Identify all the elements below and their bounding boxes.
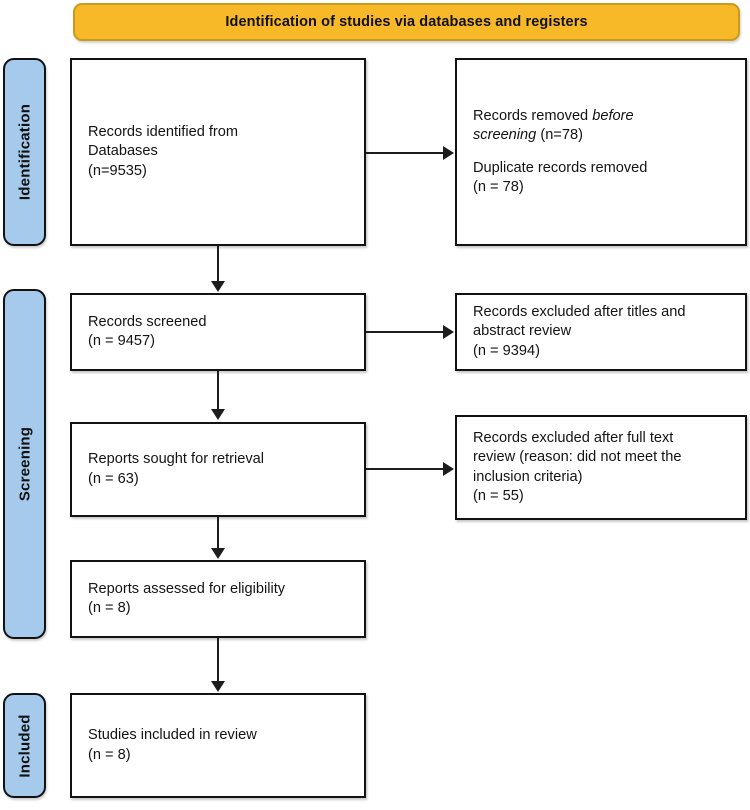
excluded-fulltext-line3: inclusion criteria) <box>473 468 583 485</box>
excluded-titles-line2: abstract review <box>473 323 572 340</box>
reports-assessed-line1: Reports assessed for eligibility <box>88 580 286 597</box>
phase-label-included: Included <box>3 693 46 798</box>
diagram-header-banner: Identification of studies via databases … <box>73 3 740 41</box>
studies-included-line1: Studies included in review <box>88 727 257 744</box>
box-records-identified: Records identified from Databases (n=953… <box>70 58 366 246</box>
box-records-removed-text: Records removed before screening (n=78) … <box>457 107 647 197</box>
records-screened-count: (n = 9457) <box>88 333 155 349</box>
connector-screened-to-excluded <box>366 331 444 333</box>
box-studies-included-text: Studies included in review (n = 8) <box>72 726 257 765</box>
duplicate-records-count: (n = 78) <box>473 178 524 195</box>
connector-assessed-to-included <box>217 638 219 683</box>
box-records-identified-text: Records identified from Databases (n=953… <box>72 123 238 181</box>
studies-included-count: (n = 8) <box>88 746 131 763</box>
arrowhead-screened-to-sought <box>211 409 225 420</box>
phase-label-screening-text: Screening <box>16 426 33 502</box>
box-records-excluded-titles-text: Records excluded after titles and abstra… <box>457 303 686 361</box>
connector-screened-to-sought <box>217 371 219 410</box>
excluded-titles-count: (n = 9394) <box>473 342 540 359</box>
box-reports-assessed-text: Reports assessed for eligibility (n = 8) <box>72 580 285 619</box>
box-records-excluded-fulltext-text: Records excluded after full text review … <box>457 429 681 506</box>
reports-sought-count: (n = 63) <box>88 470 139 487</box>
records-removed-line1-a: Records removed <box>473 108 593 124</box>
excluded-fulltext-line1: Records excluded after full text <box>473 430 674 446</box>
records-identified-line2: Databases <box>88 143 158 160</box>
box-records-excluded-fulltext: Records excluded after full text review … <box>455 415 747 520</box>
phase-label-identification: Identification <box>3 58 46 246</box>
records-removed-spacer <box>473 146 647 159</box>
box-reports-sought-text: Reports sought for retrieval (n = 63) <box>72 450 264 489</box>
phase-label-identification-text: Identification <box>16 103 33 201</box>
excluded-fulltext-line2: review (reason: did not meet the <box>473 449 682 466</box>
arrowhead-assessed-to-included <box>211 681 225 692</box>
records-removed-line1-italic: before <box>592 108 634 124</box>
records-removed-line2-italic: screening <box>473 127 537 144</box>
reports-assessed-count: (n = 8) <box>88 600 131 616</box>
excluded-titles-line1: Records excluded after titles and <box>473 304 686 321</box>
connector-identified-to-screened <box>217 246 219 283</box>
arrowhead-sought-to-excluded-fulltext <box>443 462 454 476</box>
box-records-removed: Records removed before screening (n=78) … <box>455 58 747 246</box>
box-reports-assessed: Reports assessed for eligibility (n = 8) <box>70 560 366 638</box>
connector-identified-to-removed <box>366 152 444 154</box>
box-reports-sought: Reports sought for retrieval (n = 63) <box>70 422 366 517</box>
box-studies-included: Studies included in review (n = 8) <box>70 693 366 798</box>
diagram-title: Identification of studies via databases … <box>225 14 588 30</box>
phase-label-screening: Screening <box>3 289 46 639</box>
records-identified-count: (n=9535) <box>88 162 147 179</box>
phase-label-included-text: Included <box>16 713 33 778</box>
records-screened-line1: Records screened <box>88 313 207 330</box>
records-identified-line1: Records identified from <box>88 124 239 141</box>
duplicate-records-line: Duplicate records removed <box>473 159 648 176</box>
reports-sought-line1: Reports sought for retrieval <box>88 451 265 468</box>
arrowhead-identified-to-screened <box>211 281 225 292</box>
connector-sought-to-excluded-fulltext <box>366 468 444 470</box>
arrowhead-identified-to-removed <box>443 146 454 160</box>
box-records-screened-text: Records screened (n = 9457) <box>72 313 206 352</box>
connector-sought-to-assessed <box>217 517 219 550</box>
arrowhead-screened-to-excluded <box>443 325 454 339</box>
box-records-screened: Records screened (n = 9457) <box>70 293 366 371</box>
arrowhead-sought-to-assessed <box>211 548 225 559</box>
excluded-fulltext-count: (n = 55) <box>473 487 524 504</box>
box-records-excluded-titles: Records excluded after titles and abstra… <box>455 293 747 371</box>
records-removed-count: (n=78) <box>536 127 583 144</box>
